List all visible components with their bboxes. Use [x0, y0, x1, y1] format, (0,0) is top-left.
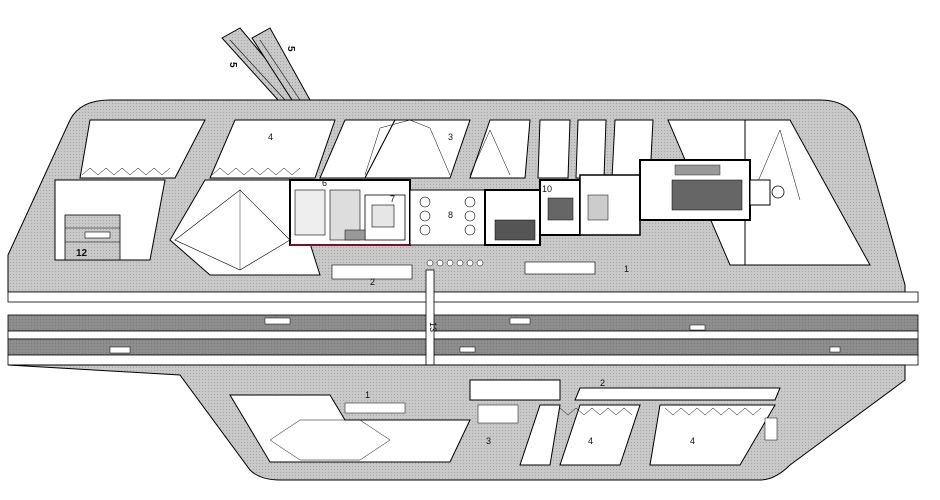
- tree-row: [426, 259, 484, 267]
- south-parking-stalls: [344, 402, 778, 441]
- ramp-structure: [221, 27, 311, 101]
- label-parking-north-east: 1: [624, 264, 629, 274]
- south-islands: [229, 379, 781, 466]
- label-bus-bays-south: 2: [600, 378, 605, 388]
- south-hatch: [269, 407, 762, 461]
- label-building-10: 10: [542, 184, 552, 194]
- label-parking-south-west: 1: [365, 390, 370, 400]
- label-parking-south-a: 4: [588, 436, 593, 446]
- label-ramp-top-right: 5: [285, 46, 296, 52]
- label-footbridge-13: 13: [428, 322, 438, 332]
- parking-area-12: 12: [54, 179, 166, 261]
- label-bus-bays-north: 2: [370, 277, 375, 287]
- label-building-7: 7: [390, 194, 395, 204]
- parking-strip-north: [331, 261, 596, 280]
- label-parking-north-a: 4: [268, 132, 273, 142]
- terminal-building: 6 7 8 10: [289, 159, 785, 246]
- label-parking-north-b: 3: [448, 132, 453, 142]
- hatch-pattern: [81, 119, 511, 176]
- north-islands: [79, 119, 861, 266]
- vehicles: [109, 317, 841, 354]
- label-building-8: 8: [448, 210, 453, 220]
- label-parking-south-mid: 3: [486, 436, 491, 446]
- highway: [7, 291, 919, 366]
- label-ramp-top-left: 5: [227, 62, 238, 68]
- label-parking-12: 12: [76, 248, 88, 259]
- label-building-6: 6: [322, 178, 327, 188]
- label-parking-south-b: 4: [690, 436, 695, 446]
